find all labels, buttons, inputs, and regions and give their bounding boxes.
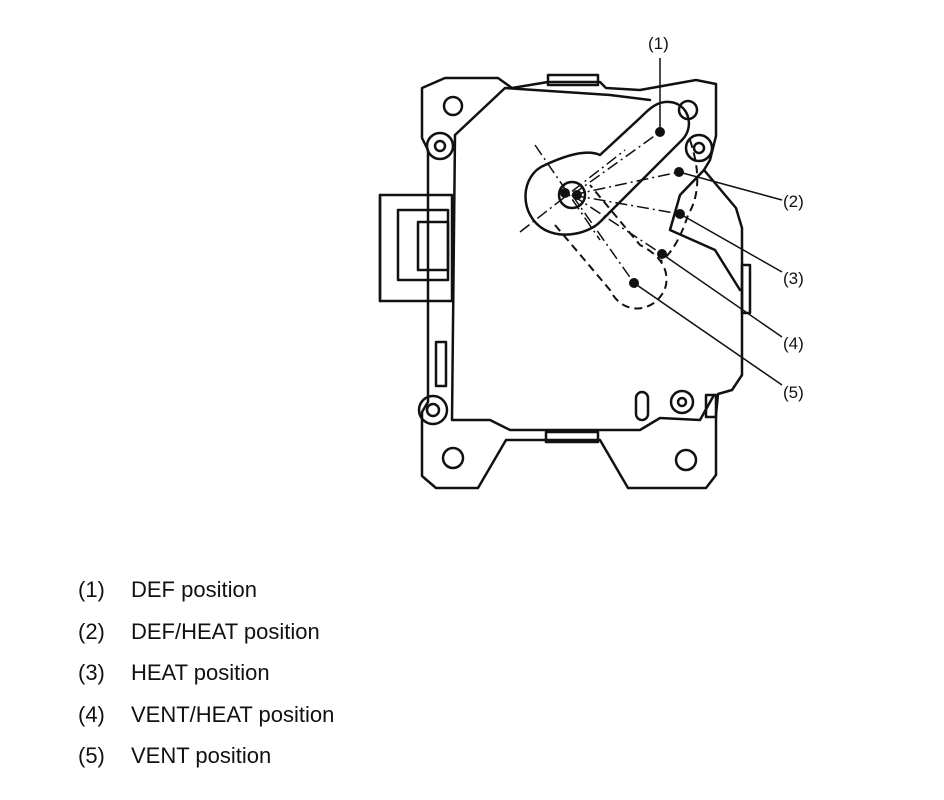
legend-item: (2) DEF/HEAT position — [78, 617, 334, 659]
slot — [634, 390, 650, 422]
lever-pivot — [557, 180, 587, 210]
right-side-tab — [740, 263, 752, 315]
callout-label-1: (1) — [648, 34, 669, 53]
legend-text: DEF position — [131, 577, 257, 602]
radial-line-2 — [571, 171, 680, 196]
legend-number: (3) — [78, 660, 105, 685]
legend-text: DEF/HEAT position — [131, 618, 320, 644]
bottom-tab — [544, 430, 600, 444]
radial-line-3 — [571, 194, 681, 215]
legend-text: HEAT position — [131, 660, 270, 685]
connector-pin-window — [416, 220, 450, 272]
pivot-dot — [560, 188, 570, 198]
legend-number: (1) — [78, 577, 105, 602]
screw-boss-bottom-right-inner — [676, 396, 688, 408]
bottom-right-tab — [704, 393, 718, 419]
actuator-body — [453, 86, 652, 137]
mount-hole-bottom-left — [441, 446, 465, 470]
legend-item: (4) VENT/HEAT position — [78, 700, 334, 742]
actuator-body-right-edge — [668, 168, 742, 292]
screw-boss-top-left-inner — [433, 139, 447, 153]
legend-number: (2) — [78, 618, 105, 644]
screw-boss-top-left — [425, 131, 455, 161]
legend-item: (3) HEAT position — [78, 658, 334, 700]
screw-boss-top-right-inner — [692, 141, 706, 155]
callout-label-5: (5) — [783, 383, 804, 402]
legend-item: (1) DEF position — [78, 575, 334, 617]
callout-label-3: (3) — [783, 269, 804, 288]
mount-hole-top-left — [442, 95, 464, 117]
centerline-diagonal — [519, 149, 626, 233]
left-side-tab — [434, 340, 448, 388]
lever-arm-vent-dashed — [554, 184, 668, 310]
legend-text: VENT position — [131, 743, 272, 768]
legend-number: (4) — [78, 701, 105, 727]
screw-boss-top-right — [684, 133, 714, 163]
legend: (1) DEF position (2) DEF/HEAT position (… — [78, 575, 334, 783]
lever-arm — [524, 100, 691, 236]
radial-line-1 — [571, 131, 661, 196]
screw-boss-bottom-left — [417, 394, 449, 426]
callout-label-4: (4) — [783, 334, 804, 353]
screw-boss-bottom-left-inner — [425, 402, 441, 418]
leader-line-4 — [661, 253, 783, 338]
legend-text: VENT/HEAT position — [131, 701, 335, 727]
pivot-dot-2 — [572, 190, 582, 200]
radial-line-5 — [571, 194, 635, 284]
position-arc-dashed — [659, 139, 699, 263]
screw-boss-bottom-right — [669, 389, 695, 415]
leader-line-5 — [633, 282, 783, 386]
callout-label-2: (2) — [783, 192, 804, 211]
legend-item: (5) VENT position — [78, 741, 334, 783]
actuator-diagram: (1) (2) (3) (4) (5) — [378, 34, 804, 490]
actuator-body-left-edge — [450, 133, 716, 432]
leader-line-3 — [679, 213, 783, 273]
top-tab — [546, 73, 600, 87]
legend-number: (5) — [78, 743, 105, 768]
leader-line-2 — [678, 171, 783, 201]
actuator-housing — [420, 76, 744, 490]
centerline-vertical — [534, 144, 601, 241]
mount-hole-bottom-right — [674, 448, 698, 472]
radial-line-4 — [571, 194, 663, 255]
